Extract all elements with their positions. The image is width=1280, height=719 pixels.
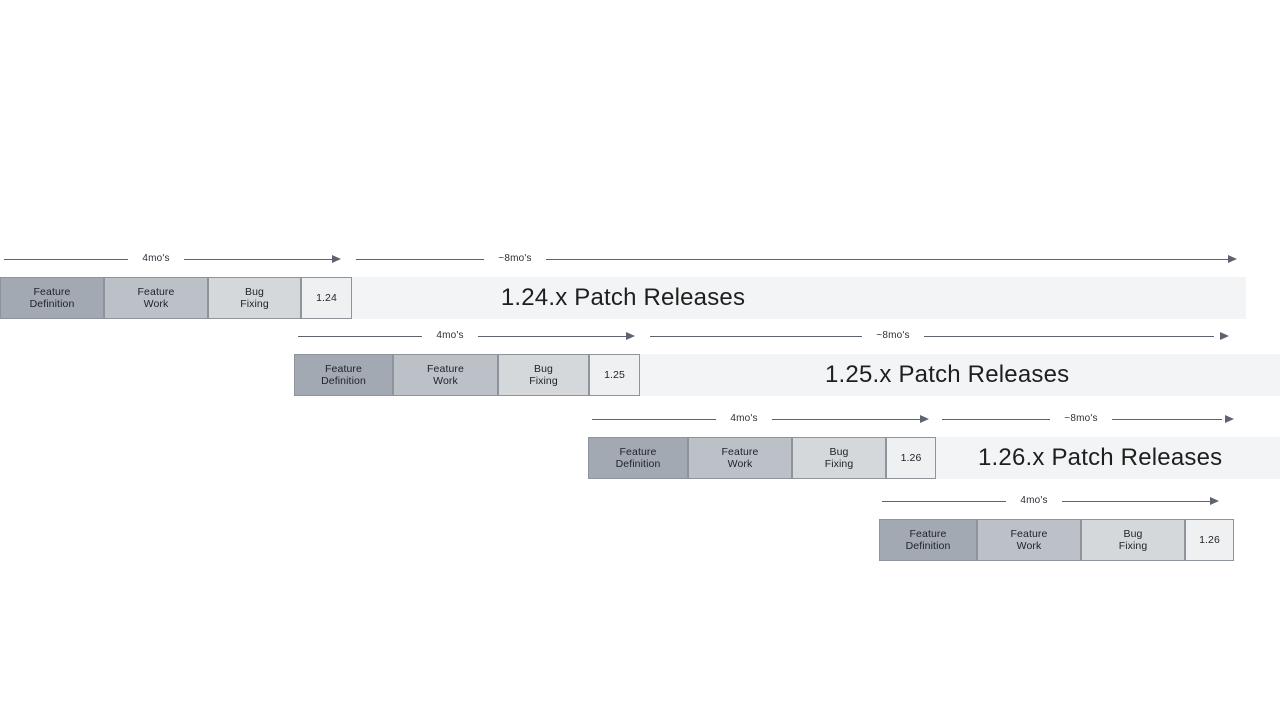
patch-measure-label: ~8mo's xyxy=(498,253,532,264)
version-box: 1.26 xyxy=(1185,519,1234,561)
arrow-line-left xyxy=(356,259,484,260)
dev-measure-label: 4mo's xyxy=(142,253,170,264)
phase-label-line2: Definition xyxy=(321,375,366,387)
phase-label-line1: Bug xyxy=(1123,527,1143,540)
arrow-line-left xyxy=(298,336,422,337)
arrow-line-right xyxy=(1062,501,1213,502)
phase-bar-126: Feature Definition Feature Work Bug Fixi… xyxy=(588,437,936,479)
dev-measure-arrow-124: 4mo's xyxy=(4,249,344,271)
arrow-line-left xyxy=(4,259,128,260)
phase-feature-definition: Feature Definition xyxy=(879,519,977,561)
phase-feature-definition: Feature Definition xyxy=(0,277,104,319)
version-box: 1.25 xyxy=(589,354,640,396)
phase-bug-fixing: Bug Fixing xyxy=(498,354,589,396)
phase-label-line1: Feature xyxy=(619,445,657,458)
arrow-head-icon xyxy=(1220,332,1229,340)
arrow-line-right xyxy=(1112,419,1222,420)
phase-feature-work: Feature Work xyxy=(977,519,1081,561)
phase-feature-definition: Feature Definition xyxy=(294,354,393,396)
phase-label-line2: Definition xyxy=(905,540,951,552)
phase-label-line2: Work xyxy=(1016,540,1042,552)
arrow-line-right xyxy=(478,336,629,337)
phase-label-line1: Feature xyxy=(721,445,759,458)
dev-measure-arrow-125: 4mo's xyxy=(298,326,638,348)
arrow-head-icon xyxy=(920,415,929,423)
patch-release-label: 1.26.x Patch Releases xyxy=(978,444,1223,471)
phase-label-line2: Work xyxy=(143,298,169,310)
arrow-head-icon xyxy=(1228,255,1237,263)
patch-release-label: 1.25.x Patch Releases xyxy=(825,361,1070,388)
patch-release-label: 1.24.x Patch Releases xyxy=(500,284,746,311)
phase-bug-fixing: Bug Fixing xyxy=(1081,519,1185,561)
patch-measure-label: ~8mo's xyxy=(876,330,910,341)
phase-feature-definition: Feature Definition xyxy=(588,437,688,479)
patch-measure-arrow-125: ~8mo's xyxy=(650,326,1238,348)
dev-measure-label: 4mo's xyxy=(436,330,464,341)
arrow-line-left xyxy=(882,501,1006,502)
arrow-line-right xyxy=(924,336,1214,337)
arrow-line-left xyxy=(592,419,716,420)
arrow-head-icon xyxy=(332,255,341,263)
phase-feature-work: Feature Work xyxy=(688,437,792,479)
arrow-head-icon xyxy=(626,332,635,340)
phase-bar-125: Feature Definition Feature Work Bug Fixi… xyxy=(294,354,640,396)
phase-label-line2: Fixing xyxy=(529,375,558,387)
phase-label-line1: Feature xyxy=(33,285,71,298)
arrow-line-left xyxy=(650,336,862,337)
arrow-head-icon xyxy=(1210,497,1219,505)
phase-bar-124: Feature Definition Feature Work Bug Fixi… xyxy=(0,277,352,319)
arrow-line-left xyxy=(942,419,1050,420)
phase-label-line1: Bug xyxy=(829,445,849,458)
phase-label-line2: Definition xyxy=(615,458,661,470)
arrow-line-right xyxy=(184,259,335,260)
phase-label-line1: Feature xyxy=(427,362,464,375)
phase-label-line1: Feature xyxy=(909,527,947,540)
phase-label-line1: Bug xyxy=(245,285,264,298)
phase-label-line2: Work xyxy=(727,458,753,470)
dev-measure-label: 4mo's xyxy=(1020,495,1048,506)
dev-measure-arrow-126-next: 4mo's xyxy=(882,491,1222,513)
arrow-head-icon xyxy=(1225,415,1234,423)
phase-feature-work: Feature Work xyxy=(104,277,208,319)
phase-label-line1: Bug xyxy=(534,362,553,375)
arrow-line-right xyxy=(546,259,1231,260)
phase-bug-fixing: Bug Fixing xyxy=(792,437,886,479)
patch-measure-label: ~8mo's xyxy=(1064,413,1098,424)
phase-label-line2: Definition xyxy=(29,298,75,310)
phase-bug-fixing: Bug Fixing xyxy=(208,277,301,319)
patch-measure-arrow-126: ~8mo's xyxy=(942,409,1240,431)
arrow-line-right xyxy=(772,419,923,420)
phase-label-line2: Fixing xyxy=(1118,540,1148,552)
phase-label-line1: Feature xyxy=(137,285,175,298)
version-box: 1.26 xyxy=(886,437,936,479)
dev-measure-arrow-126: 4mo's xyxy=(592,409,932,431)
phase-feature-work: Feature Work xyxy=(393,354,498,396)
version-box: 1.24 xyxy=(301,277,352,319)
phase-label-line1: Feature xyxy=(1010,527,1048,540)
phase-label-line2: Fixing xyxy=(824,458,854,470)
phase-bar-126-next: Feature Definition Feature Work Bug Fixi… xyxy=(879,519,1234,561)
dev-measure-label: 4mo's xyxy=(730,413,758,424)
phase-label-line2: Work xyxy=(433,375,458,387)
patch-measure-arrow-124: ~8mo's xyxy=(356,249,1240,271)
phase-label-line2: Fixing xyxy=(240,298,269,310)
phase-label-line1: Feature xyxy=(325,362,362,375)
